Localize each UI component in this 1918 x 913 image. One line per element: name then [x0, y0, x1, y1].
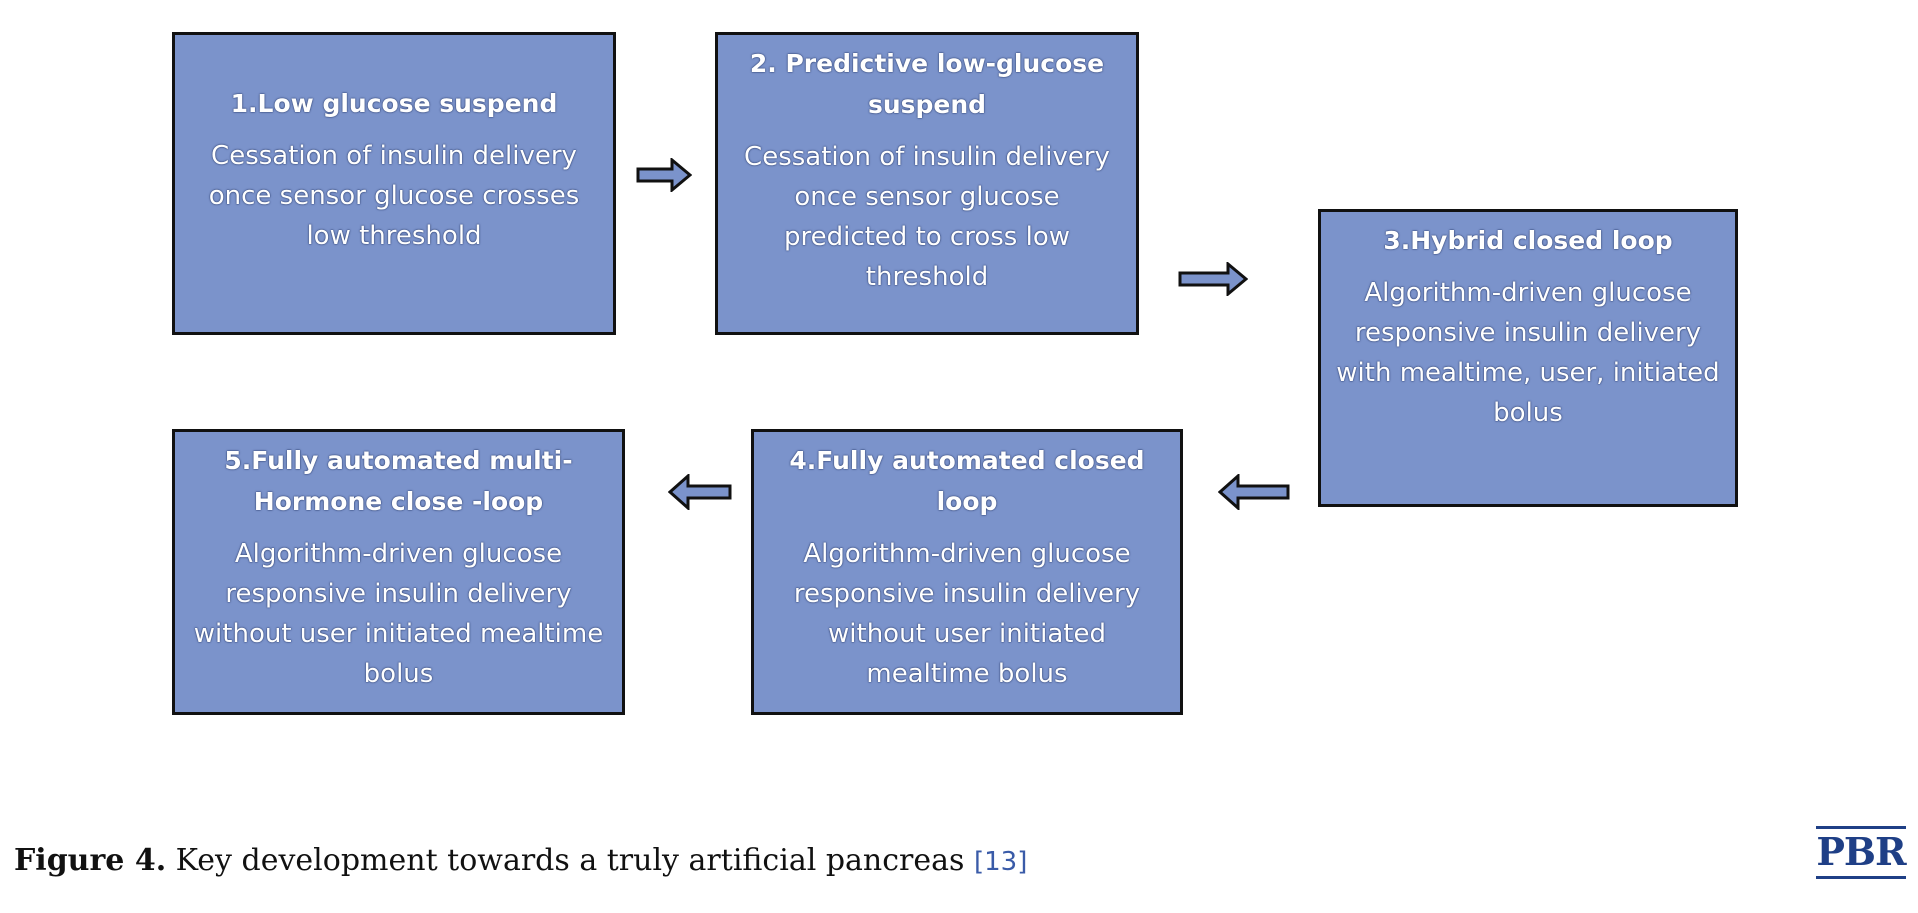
arrow-left-icon	[668, 474, 732, 510]
logo-bottom-rule	[1816, 876, 1906, 879]
arrow-left-icon	[1218, 474, 1290, 510]
logo-text: PBR	[1816, 829, 1906, 874]
pbr-logo: PBR	[1816, 826, 1907, 882]
step-title: 3.Hybrid closed loop	[1383, 226, 1673, 255]
step-title: 1.Low glucose suspend	[230, 89, 558, 118]
step-description: Algorithm-driven glucose responsive insu…	[193, 539, 604, 689]
step-title: 2. Predictive low-glucose suspend	[749, 49, 1105, 119]
step-box-hybrid-closed-loop: 3.Hybrid closed loop Algorithm-driven gl…	[1318, 209, 1738, 507]
step-title: 5.Fully automated multi-Hormone close -l…	[224, 446, 573, 516]
figure-caption: Figure 4. Key development towards a trul…	[14, 843, 1027, 878]
step-title: 4.Fully automated closed loop	[789, 446, 1145, 516]
arrow-right-icon	[636, 158, 692, 192]
step-box-predictive-low-glucose-suspend: 2. Predictive low-glucose suspend Cessat…	[715, 32, 1139, 335]
step-box-fully-automated-multi-hormone: 5.Fully automated multi-Hormone close -l…	[172, 429, 625, 715]
step-description: Algorithm-driven glucose responsive insu…	[1336, 278, 1720, 428]
figure-caption-text: Key development towards a truly artifici…	[166, 843, 974, 878]
figure-label: Figure 4.	[14, 843, 167, 878]
reference-link[interactable]: [13]	[973, 847, 1028, 877]
step-description: Cessation of insulin delivery once senso…	[744, 142, 1110, 292]
arrow-right-icon	[1178, 262, 1248, 296]
step-box-fully-automated-closed-loop: 4.Fully automated closed loop Algorithm-…	[751, 429, 1183, 715]
step-description: Cessation of insulin delivery once senso…	[208, 141, 580, 251]
step-box-low-glucose-suspend: 1.Low glucose suspend Cessation of insul…	[172, 32, 616, 335]
step-description: Algorithm-driven glucose responsive insu…	[793, 539, 1141, 689]
logo-top-rule	[1816, 826, 1906, 829]
